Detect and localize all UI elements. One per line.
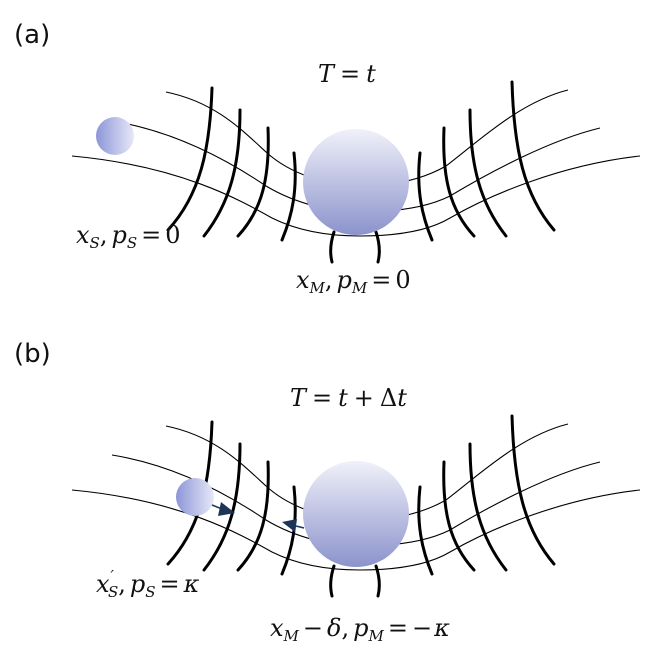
grid-line-vertical	[236, 126, 270, 238]
grid-line-vertical	[442, 126, 476, 238]
grid-line-vertical	[202, 442, 242, 572]
panel-a-time-label: T=t	[318, 60, 376, 88]
grid-line-vertical	[417, 485, 434, 576]
grid-line-vertical	[280, 151, 297, 242]
grid-line-vertical	[442, 460, 476, 572]
grid-line-vertical	[374, 230, 381, 264]
small-body-momentum-arrow	[211, 502, 235, 516]
spacetime-grid-a	[71, 80, 641, 264]
grid-line-vertical	[510, 80, 556, 232]
grid-line-vertical	[468, 108, 508, 238]
grid-line-horizontal	[71, 489, 641, 571]
massive-body-state-label: xM−δ,pM=−κ	[270, 614, 450, 645]
grid-line-vertical	[166, 86, 214, 232]
grid-line-vertical	[236, 460, 270, 572]
grid-line-vertical	[417, 151, 434, 242]
grid-line-horizontal	[71, 155, 641, 237]
grid-line-vertical	[374, 564, 381, 598]
small-body-state-label: xS,pS=0	[76, 221, 181, 252]
massive-body-sphere	[303, 461, 409, 567]
panel-b: (b) T=t+Δt x′S,pS=κ xM	[14, 339, 641, 645]
grid-line-vertical	[468, 442, 508, 572]
massive-body-momentum-arrow	[282, 519, 305, 532]
small-body-sphere	[96, 117, 134, 155]
panel-a: (a) T=t xS,pS=0 xM,pM=0	[14, 20, 641, 297]
grid-line-vertical	[280, 485, 297, 576]
panel-b-time-label: T=t+Δt	[290, 384, 407, 412]
grid-line-vertical	[329, 564, 336, 598]
panel-b-label: (b)	[14, 339, 51, 369]
panel-a-label: (a)	[14, 20, 50, 50]
small-body-sphere	[176, 478, 214, 516]
massive-body-state-label: xM,pM=0	[296, 266, 411, 297]
massive-body-sphere	[303, 129, 409, 235]
grid-line-vertical	[510, 414, 556, 566]
small-body-state-label: x′S,pS=κ	[96, 567, 200, 601]
grid-line-vertical	[202, 108, 242, 238]
grid-line-vertical	[329, 230, 336, 264]
